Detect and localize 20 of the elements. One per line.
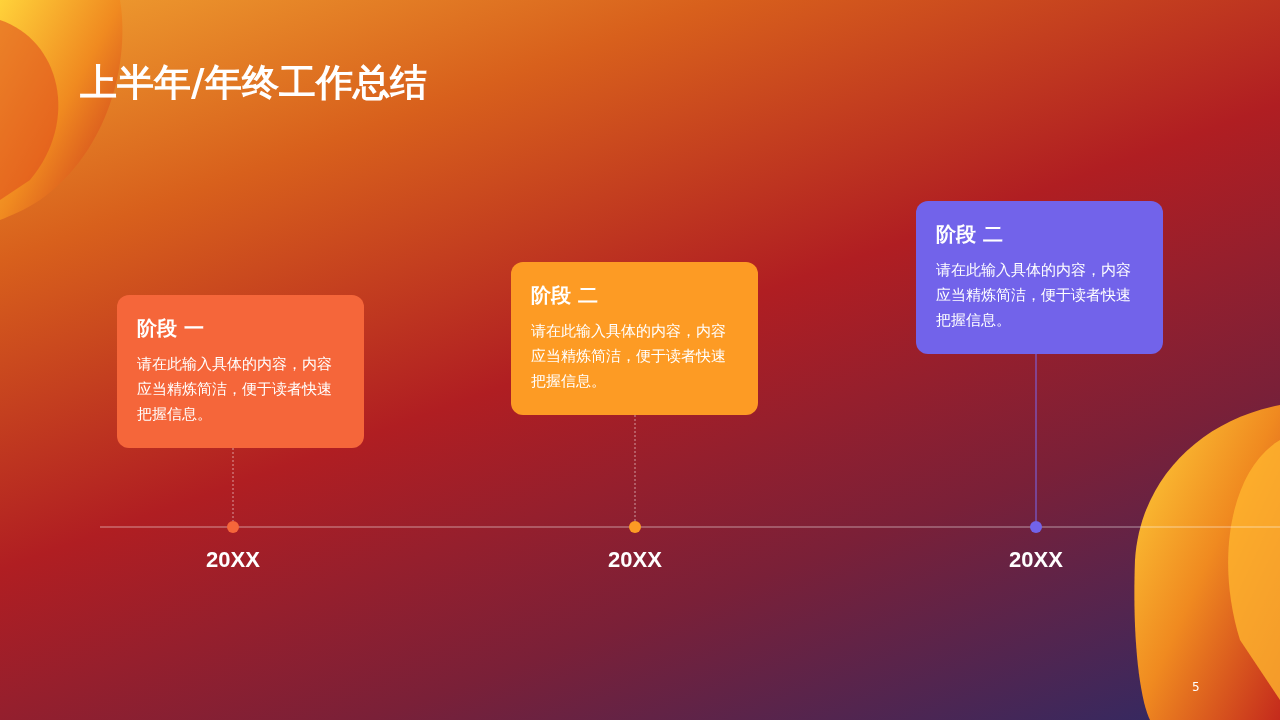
stage-description: 请在此输入具体的内容，内容应当精炼简洁，便于读者快速把握信息。 [137, 354, 333, 425]
stage-heading: 阶段 二 [531, 282, 598, 309]
year-label: 20XX [1008, 547, 1064, 573]
stage-card [511, 262, 758, 415]
year-label: 20XX [205, 547, 261, 573]
stage-heading: 阶段 一 [137, 315, 204, 342]
stage-card [117, 295, 364, 448]
connector-line [634, 414, 636, 522]
stage-description: 请在此输入具体的内容，内容应当精炼简洁，便于读者快速把握信息。 [531, 321, 727, 392]
connector-line [232, 447, 234, 522]
slide-title: 上半年/年终工作总结 [80, 60, 427, 106]
stage-description: 请在此输入具体的内容，内容应当精炼简洁，便于读者快速把握信息。 [936, 260, 1132, 331]
connector-line [1035, 353, 1037, 522]
timeline-dot [629, 521, 641, 533]
year-label: 20XX [607, 547, 663, 573]
timeline-dot [227, 521, 239, 533]
stage-card [916, 201, 1163, 354]
page-number: 5 [1192, 680, 1200, 694]
stage-heading: 阶段 二 [936, 221, 1003, 248]
timeline-dot [1030, 521, 1042, 533]
